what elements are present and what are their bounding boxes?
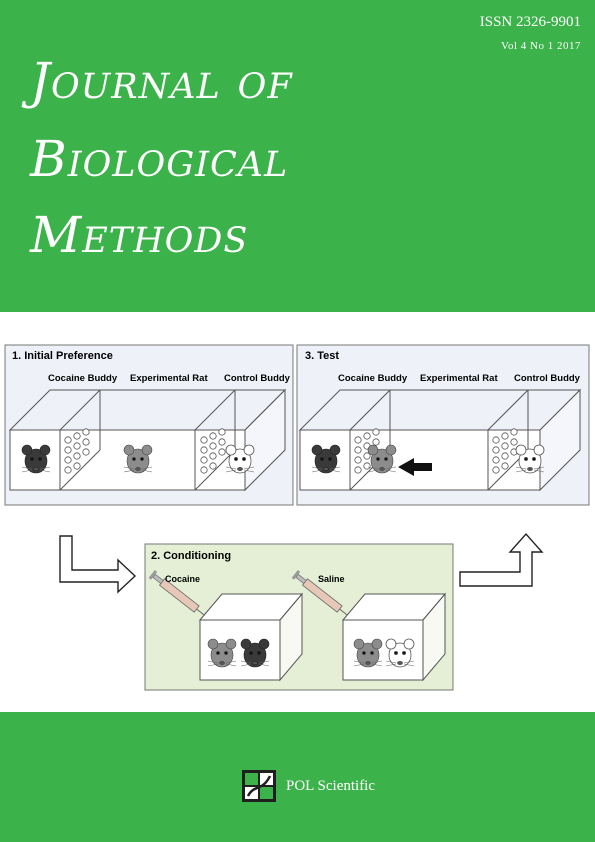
issn: ISSN 2326-9901 xyxy=(479,14,581,30)
saline-syringe-label: Saline xyxy=(318,574,345,584)
pol-scientific-logo-icon xyxy=(242,770,276,802)
cover-footer-band xyxy=(0,712,595,842)
panel-conditioning-label: 2. Conditioning xyxy=(151,550,231,562)
cover-header-band: ISSN 2326-9901 Vol 4 No 1 2017 Journal o… xyxy=(0,0,595,312)
publisher-name: POL Scientific xyxy=(286,777,376,794)
panel-test-label: 3. Test xyxy=(305,350,339,362)
chamber-box-test xyxy=(298,388,582,492)
preference-arrow-icon xyxy=(398,458,432,476)
panel-initial-col-control: Control Buddy xyxy=(224,373,291,384)
flow-arrow-right-icon xyxy=(459,532,544,587)
panel-test-col-control: Control Buddy xyxy=(514,373,581,384)
panel-test: 3. Test Cocaine Buddy Experimental Rat C… xyxy=(296,344,590,506)
panel-test-col-cocaine: Cocaine Buddy xyxy=(338,373,408,384)
journal-title-line-3: Methods xyxy=(30,206,249,264)
publisher: POL Scientific xyxy=(242,770,375,802)
cocaine-syringe-label: Cocaine xyxy=(165,574,200,584)
panel-test-col-experimental: Experimental Rat xyxy=(420,373,498,384)
panel-initial-col-cocaine: Cocaine Buddy xyxy=(48,373,118,384)
journal-title-line-1: Journal of xyxy=(30,52,293,110)
cover-figure: 1. Initial Preference Cocaine Buddy Expe… xyxy=(4,344,590,691)
panel-initial-label: 1. Initial Preference xyxy=(12,350,113,362)
panel-conditioning: 2. Conditioning Cocaine Saline xyxy=(144,543,454,691)
panel-initial-preference: 1. Initial Preference Cocaine Buddy Expe… xyxy=(4,344,294,506)
volume-issue: Vol 4 No 1 2017 xyxy=(500,40,581,52)
journal-title-line-2: Biological xyxy=(30,130,289,188)
chamber-box-initial xyxy=(8,388,287,492)
flow-arrow-left-icon xyxy=(59,535,137,594)
conditioning-box-left xyxy=(198,592,304,682)
conditioning-box-right xyxy=(341,592,447,682)
panel-initial-col-experimental: Experimental Rat xyxy=(130,373,208,384)
